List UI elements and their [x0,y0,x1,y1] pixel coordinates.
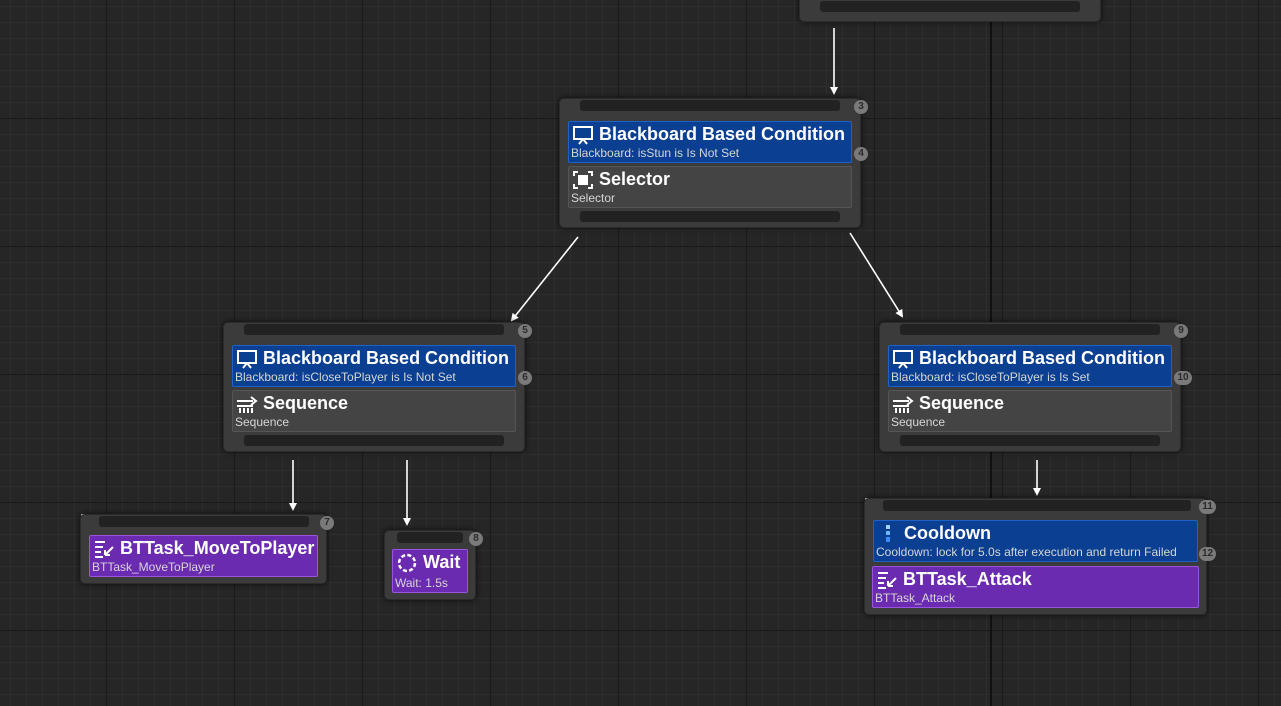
selector-input-pin[interactable] [580,100,840,111]
left-sequence-output-pin[interactable] [244,435,504,446]
task-title: BTTask_Attack [903,569,1032,589]
blackboard-icon [892,349,914,369]
wait-task-input-pin[interactable] [397,532,463,543]
root-node[interactable] [799,0,1101,22]
selector-node[interactable]: 3 Blackboard Based Condition Blackboard:… [559,98,868,228]
composite-description: Sequence [891,415,946,429]
composite-title: Sequence [263,393,349,413]
edge-selector-to-left [510,236,579,322]
attack-task-node[interactable]: 11 Cooldown Cooldown: lock for 5.0s afte… [864,498,1216,615]
execution-index-badge: 3 [854,100,868,114]
edge-selector-to-right [849,232,904,318]
execution-index-badge: 8 [469,532,483,546]
composite-title: Sequence [919,393,1005,413]
right-sequence-input-pin[interactable] [900,324,1160,335]
decorator-title: Cooldown [904,523,991,543]
execution-index-badge: 4 [854,147,868,161]
right-sequence-output-pin[interactable] [900,435,1160,446]
task-title: BTTask_MoveToPlayer [120,538,315,558]
execution-index-badge: 12 [1199,547,1216,561]
left-sequence-node[interactable]: 5 Blackboard Based Condition Blackboard:… [223,322,532,452]
execution-index-badge: 6 [518,371,532,385]
cooldown-icon [877,524,899,544]
execution-index-badge: 9 [1174,324,1188,338]
execution-index-badge: 10 [1174,371,1192,385]
decorator-description: Blackboard: isCloseToPlayer is Is Set [891,370,1090,384]
move-to-player-task-node[interactable]: 7 BTTask_MoveToPlayer BTTask_MoveToPlaye… [80,514,334,584]
task-description: BTTask_MoveToPlayer [92,560,215,574]
task-attack[interactable]: BTTask_Attack BTTask_Attack [872,566,1199,608]
blackboard-icon [572,125,594,145]
decorator-title: Blackboard Based Condition [263,348,510,368]
composite-title: Selector [599,169,671,189]
composite-sequence[interactable]: Sequence Sequence [888,390,1172,432]
composite-description: Sequence [235,415,290,429]
move-task-input-pin[interactable] [99,516,309,527]
wait-icon [396,553,418,573]
task-icon [876,570,898,590]
wait-task-node[interactable]: 8 Wait Wait: 1.5s [384,530,483,600]
left-sequence-input-pin[interactable] [244,324,504,335]
decorator-title: Blackboard Based Condition [599,124,846,144]
sequence-icon [892,394,914,414]
selector-icon [572,170,594,190]
root-output-pin[interactable] [820,1,1080,12]
decorator-blackboard-condition[interactable]: Blackboard Based Condition Blackboard: i… [568,121,852,163]
execution-index-badge: 11 [1199,500,1216,514]
decorator-blackboard-condition[interactable]: Blackboard Based Condition Blackboard: i… [888,345,1172,387]
right-sequence-node[interactable]: 9 Blackboard Based Condition Blackboard:… [879,322,1192,452]
task-title: Wait [423,552,461,572]
selector-output-pin[interactable] [580,211,840,222]
composite-description: Selector [571,191,616,205]
task-move-to-player[interactable]: BTTask_MoveToPlayer BTTask_MoveToPlayer [89,535,318,577]
decorator-cooldown[interactable]: Cooldown Cooldown: lock for 5.0s after e… [873,520,1198,562]
blackboard-icon [236,349,258,369]
task-wait[interactable]: Wait Wait: 1.5s [392,549,468,593]
composite-sequence[interactable]: Sequence Sequence [232,390,516,432]
task-icon [93,539,115,559]
decorator-description: Blackboard: isCloseToPlayer is Is Not Se… [235,370,456,384]
decorator-title: Blackboard Based Condition [919,348,1166,368]
execution-index-badge: 5 [518,324,532,338]
decorator-description: Cooldown: lock for 5.0s after execution … [876,545,1177,559]
task-description: Wait: 1.5s [395,576,448,590]
decorator-description: Blackboard: isStun is Is Not Set [571,146,740,160]
sequence-icon [236,394,258,414]
decorator-blackboard-condition[interactable]: Blackboard Based Condition Blackboard: i… [232,345,516,387]
composite-selector[interactable]: Selector Selector [568,166,852,208]
task-description: BTTask_Attack [875,591,956,605]
execution-index-badge: 7 [320,516,334,530]
attack-task-input-pin[interactable] [883,500,1191,511]
